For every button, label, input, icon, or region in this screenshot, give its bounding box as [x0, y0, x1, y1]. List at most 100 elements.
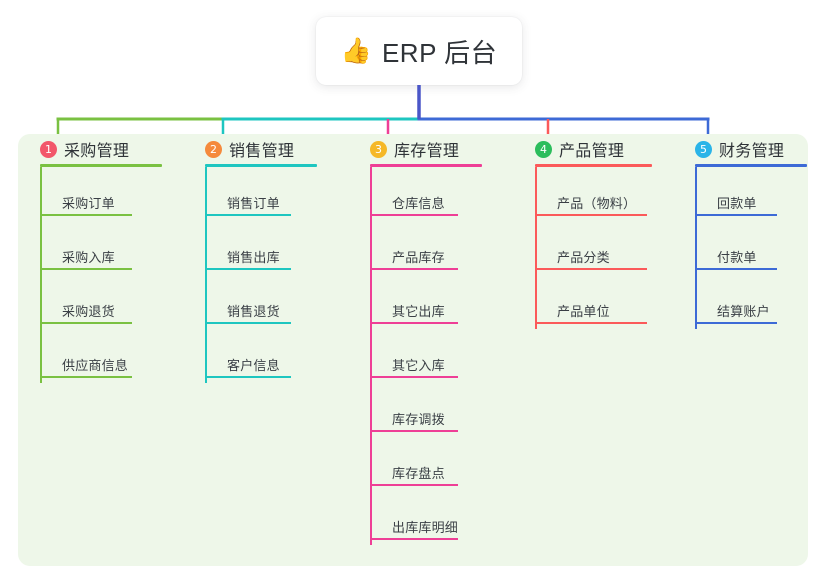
branch-item[interactable]: 采购入库 [40, 221, 183, 275]
branch-item-rule [40, 376, 132, 378]
branch-item[interactable]: 产品分类 [535, 221, 673, 275]
branch-item-rule [370, 430, 458, 432]
branch-item[interactable]: 库存盘点 [370, 437, 513, 491]
branch-item-rule [205, 268, 291, 270]
branch-item-label: 采购退货 [62, 304, 115, 319]
branch-item-rule [370, 484, 458, 486]
branch-badge-3: 3 [370, 140, 387, 158]
branch-title-1: 采购管理 [64, 143, 130, 160]
branch-item[interactable]: 销售退货 [205, 275, 348, 329]
branch-item-label: 仓库信息 [392, 196, 445, 211]
branch-column-3: 3 库存管理仓库信息产品库存其它出库其它入库库存调拨库存盘点出库库明细 [348, 134, 513, 566]
branch-item-rule [695, 322, 777, 324]
branch-item-rule [370, 268, 458, 270]
branch-header-3[interactable]: 3 库存管理 [348, 134, 513, 164]
branch-item-rule [535, 214, 647, 216]
branch-item[interactable]: 产品库存 [370, 221, 513, 275]
branch-item-list-5: 回款单付款单结算账户 [695, 167, 808, 329]
branch-column-1: 1 采购管理采购订单采购入库采购退货供应商信息 [18, 134, 183, 566]
branch-item-label: 供应商信息 [62, 358, 129, 373]
branch-item-rule [370, 376, 458, 378]
branch-item[interactable]: 回款单 [695, 167, 808, 221]
branch-item[interactable]: 库存调拨 [370, 383, 513, 437]
branch-title-2: 销售管理 [229, 143, 295, 160]
branch-item[interactable]: 销售出库 [205, 221, 348, 275]
branch-spine-1 [40, 167, 42, 383]
branch-item-rule [535, 268, 647, 270]
branch-item-list-2: 销售订单销售出库销售退货客户信息 [205, 167, 348, 383]
branch-header-4[interactable]: 4 产品管理 [513, 134, 673, 164]
branch-spine-4 [535, 167, 537, 329]
branch-item-list-4: 产品（物料） 产品分类产品单位 [535, 167, 673, 329]
branch-item-label: 销售订单 [227, 196, 280, 211]
branch-item[interactable]: 产品单位 [535, 275, 673, 329]
branch-item-rule [370, 538, 458, 540]
branch-item-label: 客户信息 [227, 358, 280, 373]
branch-title-4: 产品管理 [559, 143, 625, 160]
branch-item-label: 采购订单 [62, 196, 115, 211]
branch-spine-3 [370, 167, 372, 545]
branch-badge-5: 5 [695, 140, 712, 158]
branches-panel [18, 134, 808, 566]
branch-item[interactable]: 客户信息 [205, 329, 348, 383]
branch-item[interactable]: 仓库信息 [370, 167, 513, 221]
branch-header-rule-2 [205, 164, 317, 167]
branch-column-4: 4 产品管理产品（物料） 产品分类产品单位 [513, 134, 673, 566]
branch-item[interactable]: 付款单 [695, 221, 808, 275]
branch-item-label: 产品单位 [557, 304, 610, 319]
branch-item-label: 其它入库 [392, 358, 445, 373]
branch-header-5[interactable]: 5 财务管理 [673, 134, 808, 164]
branch-item-label: 产品分类 [557, 250, 610, 265]
branch-item-rule [370, 322, 458, 324]
branch-item[interactable]: 出库库明细 [370, 491, 513, 545]
branch-title-5: 财务管理 [719, 143, 785, 160]
branch-item-rule [695, 268, 777, 270]
branch-item-label: 回款单 [717, 196, 757, 211]
branch-spine-5 [695, 167, 697, 329]
branch-item-label: 销售出库 [227, 250, 280, 265]
branch-badge-1: 1 [40, 140, 57, 158]
branch-item[interactable]: 销售订单 [205, 167, 348, 221]
branch-item-label: 库存盘点 [392, 466, 445, 481]
branch-spine-2 [205, 167, 207, 383]
branch-item-rule [40, 214, 132, 216]
branch-header-rule-5 [695, 164, 807, 167]
branch-item[interactable]: 产品（物料） [535, 167, 673, 221]
branch-item-rule [205, 322, 291, 324]
thumbs-up-emoji: 👍 [340, 36, 372, 65]
branch-column-5: 5 财务管理回款单付款单结算账户 [673, 134, 808, 566]
branch-item-label: 结算账户 [717, 304, 770, 319]
branch-item[interactable]: 其它出库 [370, 275, 513, 329]
branch-item-label: 采购入库 [62, 250, 115, 265]
root-node-erp-backend[interactable]: 👍 ERP 后台 [316, 17, 522, 85]
branch-title-3: 库存管理 [394, 143, 460, 160]
branch-item[interactable]: 采购订单 [40, 167, 183, 221]
branch-item-label: 产品库存 [392, 250, 445, 265]
branch-item-rule [535, 322, 647, 324]
branch-item[interactable]: 结算账户 [695, 275, 808, 329]
branch-header-1[interactable]: 1 采购管理 [18, 134, 183, 164]
branch-header-rule-3 [370, 164, 482, 167]
branch-item[interactable]: 采购退货 [40, 275, 183, 329]
branch-header-rule-4 [535, 164, 652, 167]
branch-header-rule-1 [40, 164, 162, 167]
branch-item-rule [40, 322, 132, 324]
branch-item-rule [40, 268, 132, 270]
branch-item-label: 库存调拨 [392, 412, 445, 427]
branch-item-label: 销售退货 [227, 304, 280, 319]
branch-item-label: 其它出库 [392, 304, 445, 319]
branch-item-rule [205, 376, 291, 378]
branch-item-label: 出库库明细 [392, 520, 459, 535]
branch-item[interactable]: 其它入库 [370, 329, 513, 383]
branch-item-list-1: 采购订单采购入库采购退货供应商信息 [40, 167, 183, 383]
branch-badge-4: 4 [535, 140, 552, 158]
branch-item[interactable]: 供应商信息 [40, 329, 183, 383]
root-node-title: ERP 后台 [381, 37, 498, 68]
branch-item-rule [695, 214, 777, 216]
branch-item-label: 付款单 [717, 250, 757, 265]
branch-item-rule [205, 214, 291, 216]
